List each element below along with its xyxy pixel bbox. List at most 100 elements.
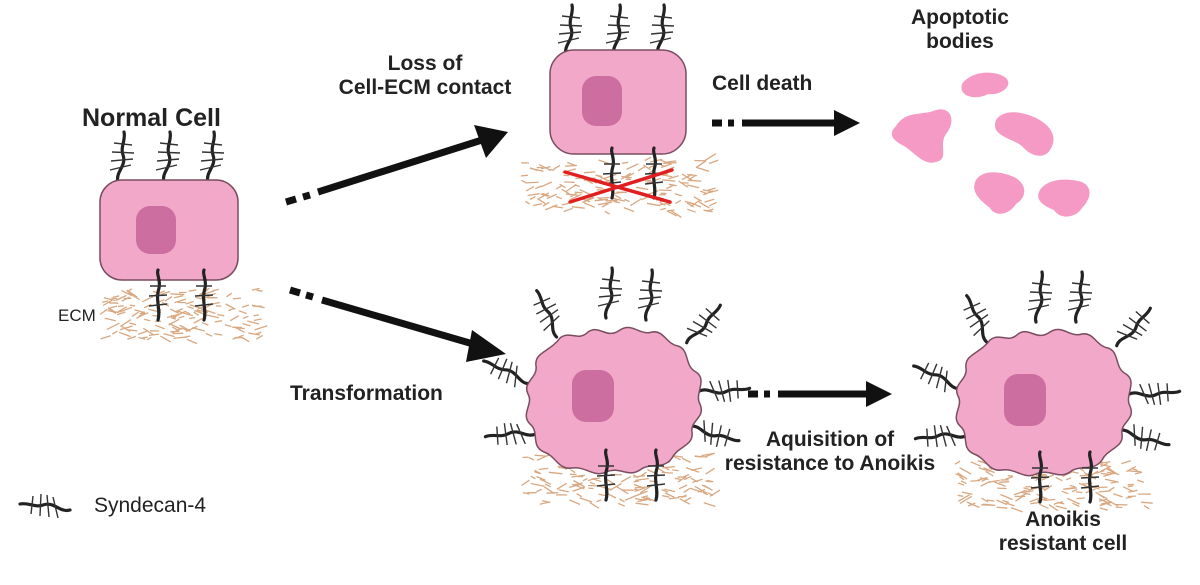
ecm-fiber	[662, 162, 677, 164]
ecm-fiber	[521, 479, 530, 487]
ecm-fiber	[708, 201, 717, 207]
ecm-fiber	[704, 198, 715, 203]
ecm-fiber	[959, 495, 973, 505]
ecm-fiber	[988, 479, 1000, 483]
syndecan-receptors-top	[556, 3, 676, 57]
ecm-fiber	[579, 189, 591, 196]
ecm-fiber	[213, 332, 223, 336]
ecm-fiber	[526, 181, 539, 184]
ecm-fiber	[1108, 486, 1115, 492]
ecm-fiber	[616, 486, 629, 495]
ecm-fiber	[637, 498, 650, 503]
ecm-fiber	[233, 326, 245, 330]
ecm-fiber	[1061, 490, 1069, 495]
nucleus	[582, 76, 622, 126]
ecm-fiber	[556, 482, 567, 490]
ecm-fiber	[225, 303, 236, 310]
ecm-fiber	[107, 307, 117, 315]
ecm-fiber	[640, 471, 647, 477]
ecm-fiber	[584, 196, 594, 202]
acquisition-line-2: resistance to Anoikis	[724, 451, 936, 475]
ecm-fiber	[689, 487, 703, 493]
ecm-fiber	[242, 322, 251, 327]
ecm-fiber	[626, 163, 639, 170]
ecm-fiber	[690, 477, 699, 483]
ecm-fiber	[681, 173, 693, 181]
ecm-fiber	[700, 190, 708, 195]
ecm-fiber	[540, 181, 553, 188]
cell-death-label: Cell death	[712, 72, 813, 95]
nucleus	[136, 206, 176, 254]
ecm-fiber	[978, 467, 990, 472]
ecm-fiber	[977, 476, 988, 482]
ecm-fiber	[129, 322, 137, 326]
arrow-to-anoikis-resistance	[748, 381, 892, 407]
ecm-patch-normal-cell	[99, 287, 268, 345]
anoikis-resistant-line-1: Anoikis	[1025, 508, 1101, 531]
ecm-fiber	[695, 166, 710, 173]
ecm-fiber	[954, 460, 961, 465]
ecm-fiber	[674, 477, 681, 481]
ecm-fiber	[174, 298, 187, 304]
ecm-fiber	[1099, 498, 1108, 502]
ecm-fiber	[597, 201, 612, 206]
detached-cell	[549, 3, 687, 204]
ecm-fiber	[645, 496, 657, 503]
ecm-fiber	[127, 329, 138, 332]
ecm-fiber	[1143, 505, 1150, 510]
ecm-fiber	[251, 304, 265, 309]
ecm-fiber	[620, 475, 632, 483]
apoptotic-bodies-line-2: bodies	[926, 29, 994, 53]
ecm-fiber	[637, 166, 646, 172]
ecm-fiber	[1048, 504, 1059, 512]
ecm-fiber	[142, 327, 155, 336]
ecm-fiber	[1134, 471, 1143, 475]
ecm-fiber	[102, 300, 109, 303]
ecm-fiber	[529, 167, 538, 172]
ecm-fiber	[692, 478, 703, 484]
ecm-fiber	[255, 334, 264, 340]
ecm-fiber	[173, 295, 184, 299]
ecm-fiber	[635, 477, 649, 482]
ecm-fiber	[143, 303, 152, 309]
ecm-fiber	[188, 316, 196, 320]
ecm-fiber	[613, 200, 620, 204]
ecm-fiber	[966, 501, 980, 509]
ecm-fiber	[1106, 499, 1119, 507]
ecm-fiber	[540, 165, 551, 170]
ecm-fiber	[959, 467, 972, 475]
ecm-fiber	[217, 313, 225, 317]
ecm-fiber	[624, 198, 630, 203]
ecm-fiber	[666, 184, 674, 190]
syndecan-4-legend-label: Syndecan-4	[94, 494, 207, 517]
ecm-fiber	[552, 205, 564, 209]
ecm-fiber	[107, 307, 116, 313]
ecm-fiber	[111, 330, 118, 335]
ecm-fiber	[1069, 484, 1076, 488]
ecm-fiber	[693, 196, 702, 202]
apoptotic-body	[1038, 179, 1090, 217]
arrow-to-cell-death	[712, 110, 860, 136]
ecm-fiber	[536, 475, 546, 481]
ecm-fiber	[960, 480, 967, 485]
ecm-fiber	[683, 496, 692, 503]
ecm-fiber	[119, 306, 133, 313]
ecm-fiber	[1065, 477, 1072, 481]
ecm-fiber	[154, 290, 165, 296]
ecm-fiber	[102, 299, 113, 307]
ecm-fiber	[533, 203, 543, 207]
ecm-fiber	[661, 174, 673, 178]
ecm-fiber	[226, 292, 233, 298]
ecm-fiber	[118, 331, 131, 338]
ecm-fiber	[661, 488, 669, 493]
ecm-fiber	[170, 293, 185, 296]
ecm-fiber	[129, 304, 136, 307]
ecm-fiber	[139, 311, 145, 315]
loss-of-contact-line-1: Loss of	[387, 52, 463, 75]
ecm-fiber	[569, 193, 582, 201]
ecm-fiber	[570, 469, 576, 474]
ecm-fiber	[553, 164, 561, 170]
ecm-fiber	[702, 491, 709, 496]
transformed-cell	[477, 266, 753, 502]
ecm-fiber	[582, 477, 588, 482]
